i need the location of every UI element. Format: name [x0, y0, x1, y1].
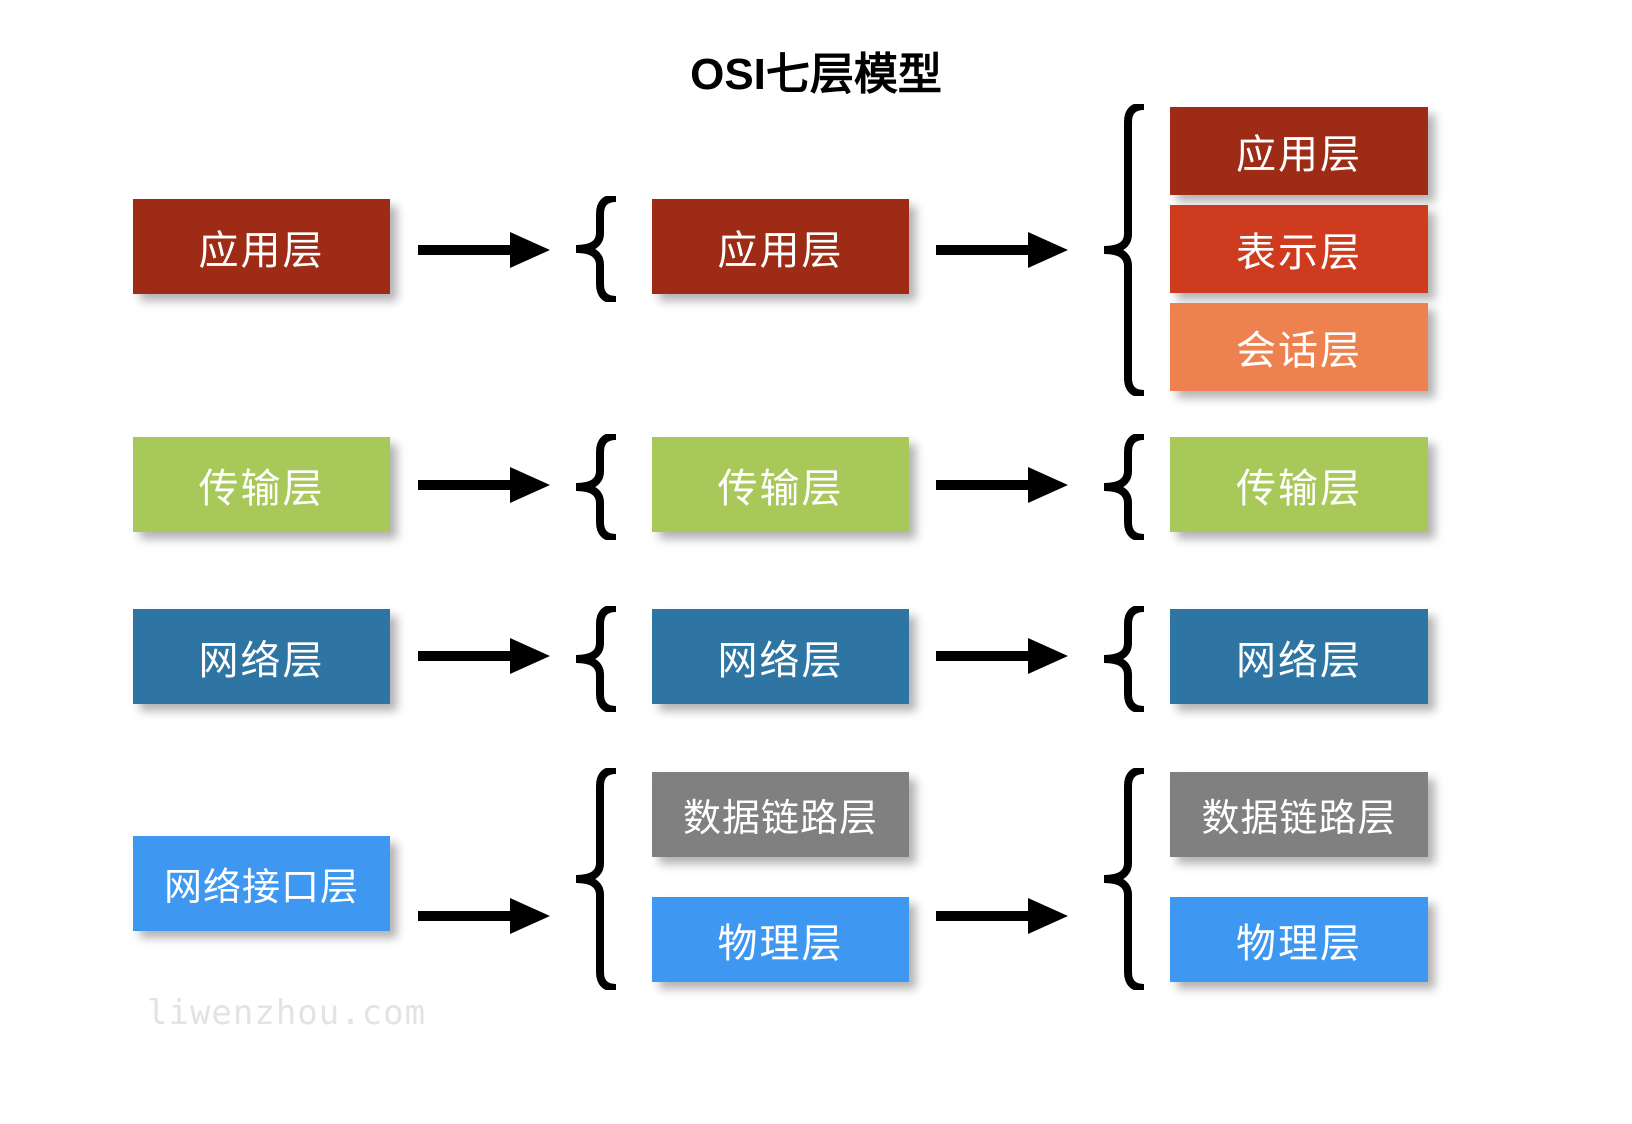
brace-mid-network: [575, 604, 622, 714]
layer-box: 网络层: [133, 609, 390, 704]
brace-right-network: [1103, 604, 1150, 714]
brace-right-link-physical: [1103, 766, 1150, 992]
brace-mid-application: [575, 194, 622, 304]
layer-box: 应用层: [133, 199, 390, 294]
arrow-network-2-3: [936, 636, 1068, 676]
layer-box: 数据链路层: [652, 772, 909, 857]
layer-box: 网络接口层: [133, 836, 390, 931]
layer-box: 传输层: [652, 437, 909, 532]
arrow-interface-2-3: [936, 896, 1068, 936]
brace-right-transport: [1103, 432, 1150, 542]
layer-box: 应用层: [652, 199, 909, 294]
layer-box: 表示层: [1170, 205, 1428, 293]
arrow-app-2-3: [936, 230, 1068, 270]
brace-mid-link-physical: [575, 766, 622, 992]
arrow-app-1-2: [418, 230, 550, 270]
brace-mid-transport: [575, 432, 622, 542]
arrow-network-1-2: [418, 636, 550, 676]
page-title: OSI七层模型: [690, 50, 942, 99]
layer-box: 网络层: [1170, 609, 1428, 704]
arrow-transport-1-2: [418, 465, 550, 505]
arrow-transport-2-3: [936, 465, 1068, 505]
layer-box: 会话层: [1170, 303, 1428, 391]
layer-box: 传输层: [133, 437, 390, 532]
brace-right-upper-three: [1103, 102, 1150, 398]
layer-box: 数据链路层: [1170, 772, 1428, 857]
layer-box: 传输层: [1170, 437, 1428, 532]
watermark: liwenzhou.com: [147, 993, 427, 1033]
layer-box: 物理层: [1170, 897, 1428, 982]
layer-box: 网络层: [652, 609, 909, 704]
layer-box: 物理层: [652, 897, 909, 982]
arrow-interface-1-2: [418, 896, 550, 936]
layer-box: 应用层: [1170, 107, 1428, 195]
